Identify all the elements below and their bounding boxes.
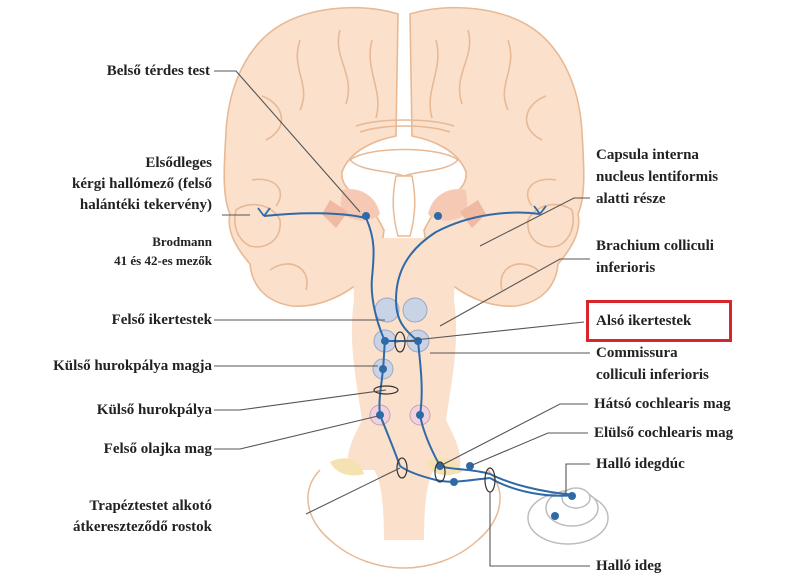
label-elsodleges-line1: Elsődleges <box>145 155 212 171</box>
superior-colliculus-right <box>402 297 428 323</box>
label-elsodleges-line2: kérgi hallómező (felső <box>72 176 212 192</box>
third-ventricle <box>392 175 416 237</box>
label-hatso-cochlearis-mag: Hátsó cochlearis mag <box>594 396 731 412</box>
highlight-box <box>586 300 732 342</box>
label-brodmann-line2: 41 és 42-es mezők <box>114 253 212 268</box>
right-lentiform <box>460 200 486 228</box>
label-brodmann-line1: Brodmann <box>152 234 212 249</box>
label-commissura-line1: Commissura <box>596 345 678 361</box>
brainstem <box>347 238 461 540</box>
left-thalamus <box>340 189 380 221</box>
label-belso-terdes-test: Belső térdes test <box>106 63 210 79</box>
left-cochlear-area <box>330 458 364 476</box>
gyri-folds <box>251 29 557 291</box>
cerebellum-outline <box>307 469 501 569</box>
right-thalamus <box>428 189 468 221</box>
label-kulso-hurokpalya: Külső hurokpálya <box>96 402 212 418</box>
label-capsula-line1: Capsula interna <box>596 147 699 163</box>
label-trapez-line2: átkereszteződő rostok <box>73 519 212 535</box>
label-trapez-line1: Trapéztestet alkotó <box>89 498 212 514</box>
label-brachium-line1: Brachium colliculi <box>596 238 714 254</box>
label-felso-olajka-mag: Felső olajka mag <box>103 441 212 457</box>
right-temporal-lobe <box>527 203 574 248</box>
lateral-ventricle <box>348 148 460 177</box>
leader-lines <box>214 70 590 567</box>
label-commissura-line2: colliculi inferioris <box>596 367 709 383</box>
label-hallo-idegduc: Halló idegdúc <box>596 456 685 472</box>
label-elsodleges-line3: halántéki tekervény) <box>79 197 212 213</box>
label-felso-ikertestek: Felső ikertestek <box>111 312 212 328</box>
left-temporal-lobe <box>234 203 281 248</box>
label-brachium-line2: inferioris <box>596 260 656 276</box>
label-also-ikertestek: Alsó ikertestek <box>596 313 692 329</box>
cortex-terminals <box>257 205 547 217</box>
label-kulso-hurokpalya-magja: Külső hurokpálya magja <box>53 358 212 374</box>
label-hallo-ideg: Halló ideg <box>596 558 662 574</box>
label-capsula-line2: nucleus lentiformis <box>596 169 719 185</box>
label-capsula-line3: alatti része <box>596 191 666 207</box>
cochlea <box>527 487 609 545</box>
label-elulso-cochlearis-mag: Elülső cochlearis mag <box>594 425 734 441</box>
